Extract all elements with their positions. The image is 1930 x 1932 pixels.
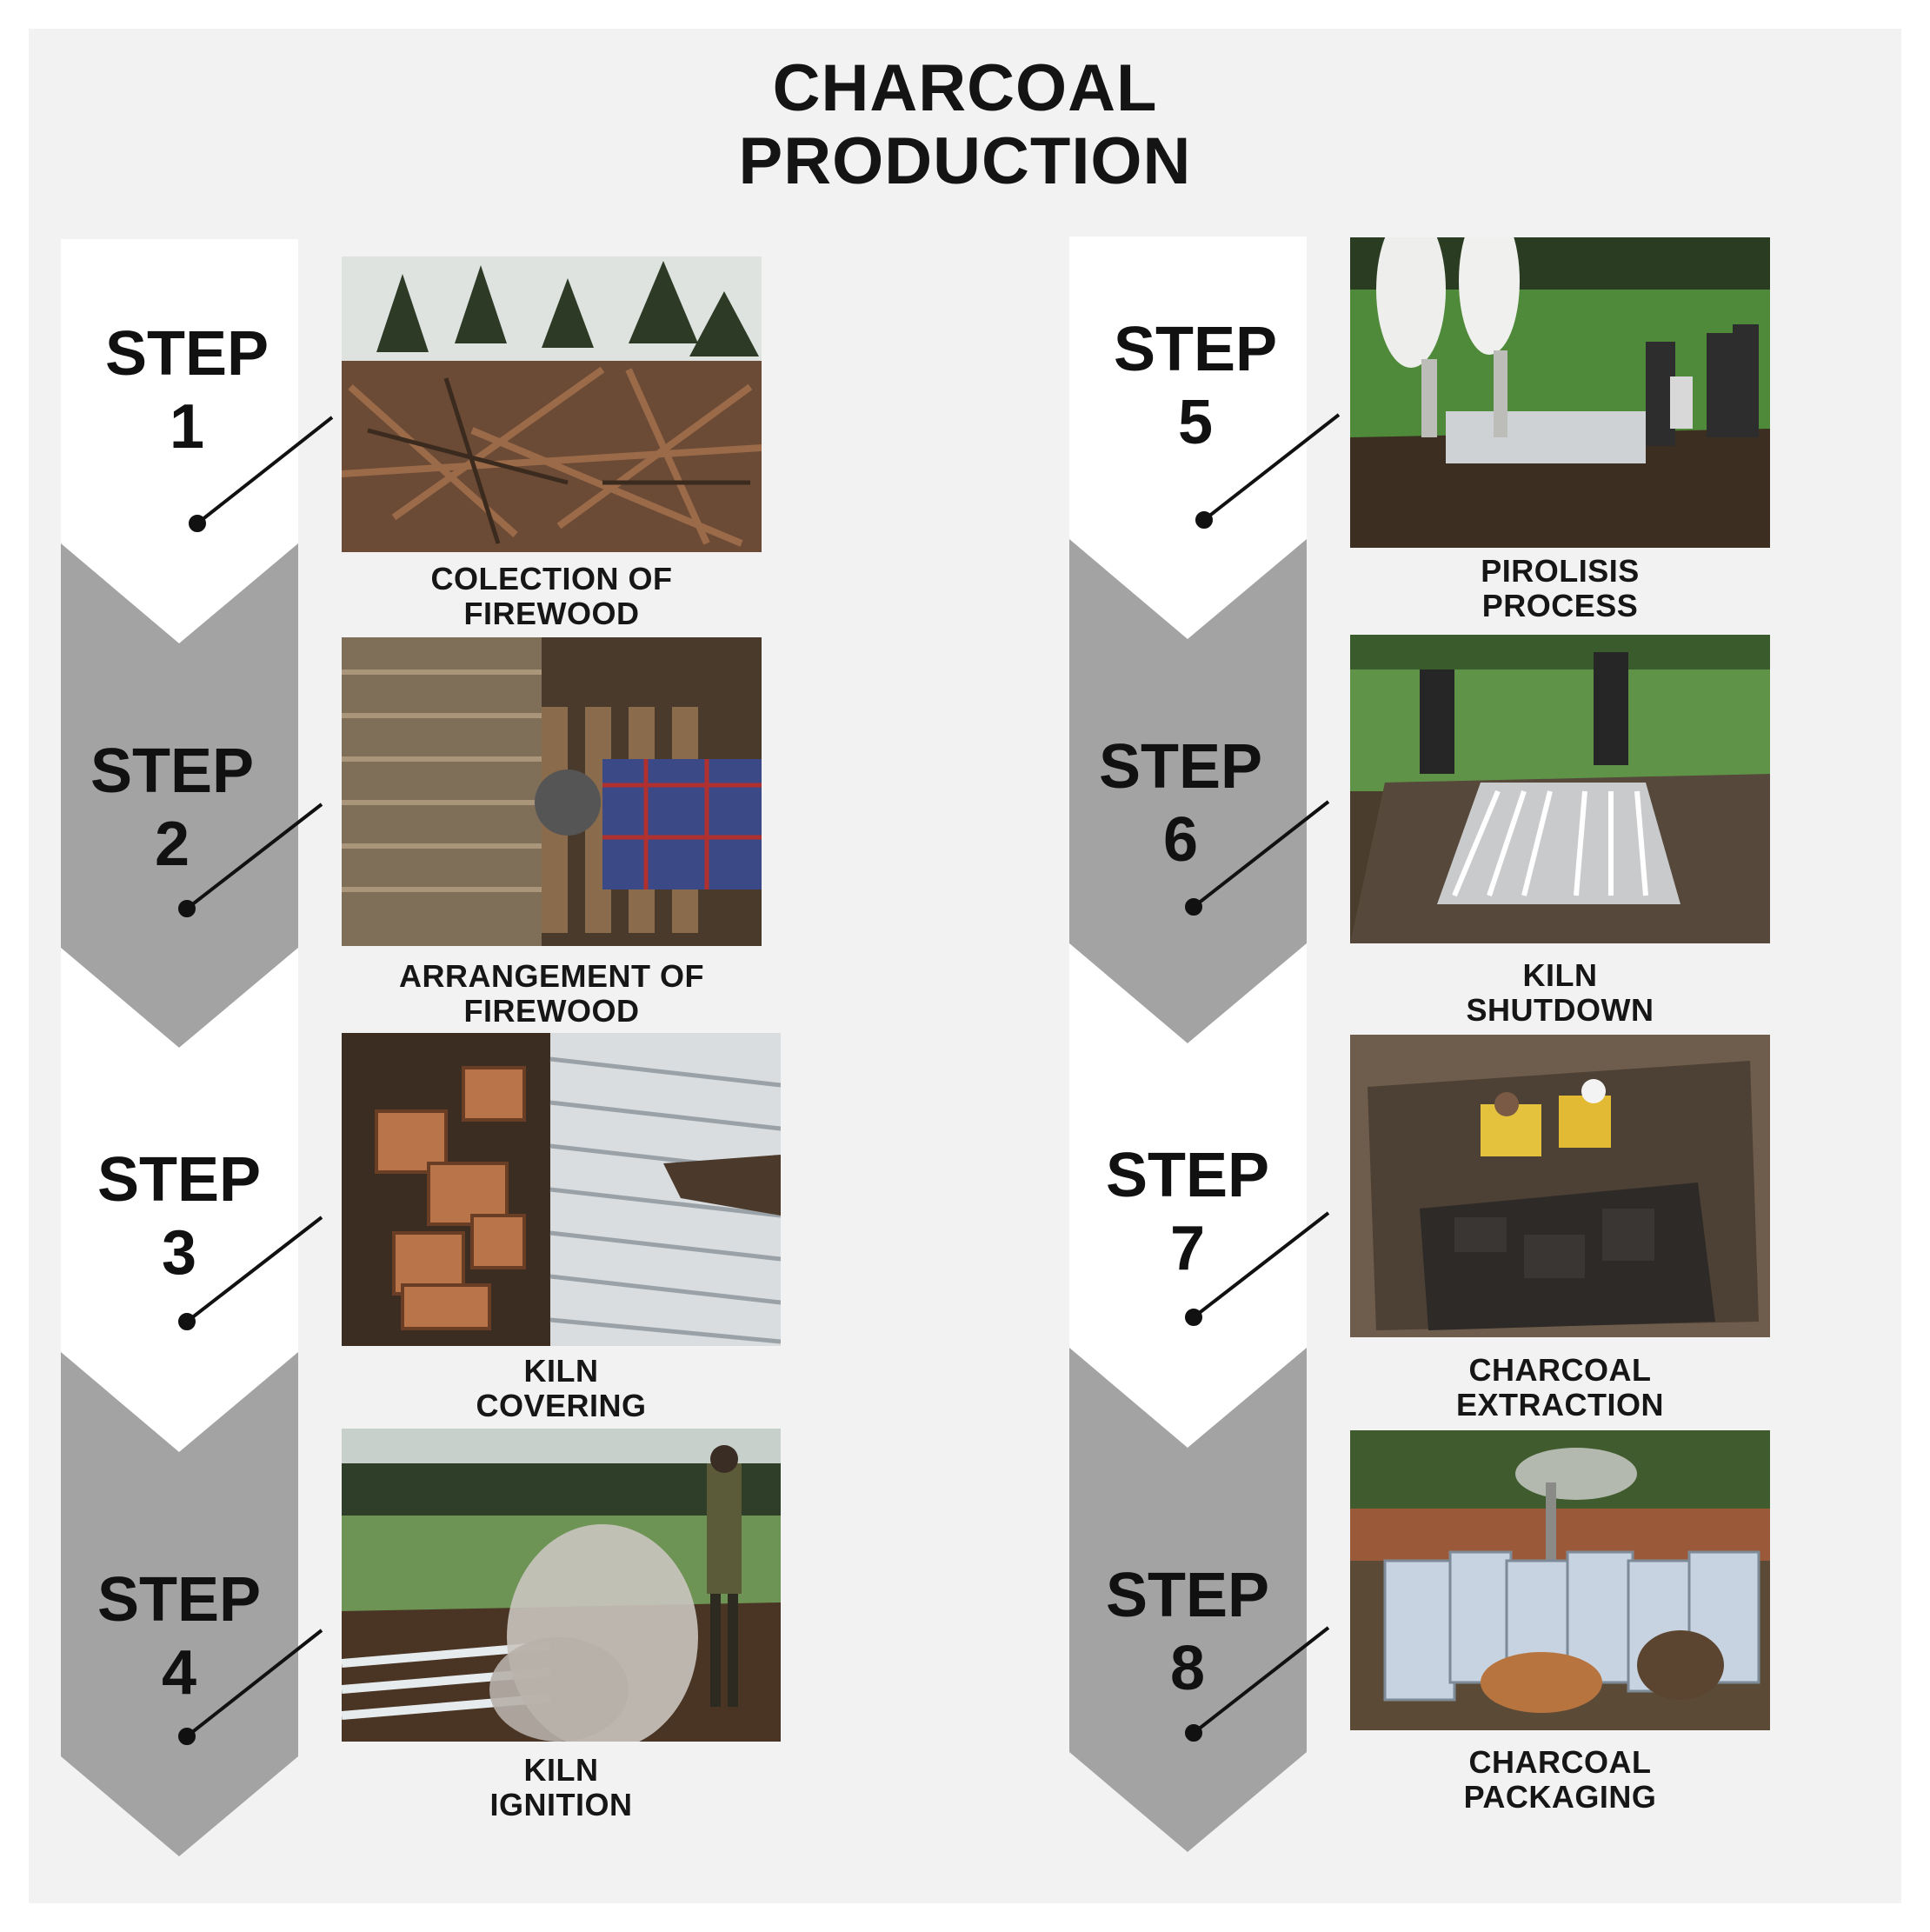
step-5-pointer <box>1202 413 1341 522</box>
step-7-word: STEP <box>1105 1141 1270 1210</box>
step-2-caption-line-2: FIREWOOD <box>463 993 640 1029</box>
step-1-label: STEP 1 <box>65 317 309 463</box>
step-3-pointer <box>185 1216 323 1323</box>
step-7-photo <box>1350 1035 1770 1337</box>
step-3-word: STEP <box>96 1145 262 1215</box>
step-8-label: STEP 8 <box>1066 1559 1309 1705</box>
step-6-word: STEP <box>1098 732 1263 802</box>
step-6-caption-line-1: KILN <box>1522 957 1598 993</box>
step-3-caption: KILN COVERING <box>342 1354 781 1423</box>
title-line-2: PRODUCTION <box>738 124 1192 198</box>
step-7-pointer <box>1192 1211 1330 1319</box>
step-6-caption: KILN SHUTDOWN <box>1350 958 1770 1028</box>
step-2-word: STEP <box>90 736 255 806</box>
step-2-pointer <box>185 803 323 910</box>
step-8-arrow <box>1069 1348 1307 1852</box>
step-2-number: 2 <box>154 809 190 879</box>
step-8-pointer <box>1192 1626 1330 1735</box>
step-6-caption-line-2: SHUTDOWN <box>1466 992 1654 1028</box>
step-1-word: STEP <box>104 319 270 389</box>
step-4-caption-line-1: KILN <box>523 1752 599 1788</box>
step-5-number: 5 <box>1177 388 1214 457</box>
step-8-caption-line-1: CHARCOAL <box>1468 1744 1652 1780</box>
step-3-arrow <box>61 948 298 1452</box>
step-8-number: 8 <box>1169 1634 1206 1703</box>
step-2-caption-line-1: ARRANGEMENT OF <box>399 958 704 994</box>
step-5-label: STEP 5 <box>1074 313 1317 459</box>
step-1-number: 1 <box>169 392 205 462</box>
step-4-pointer <box>185 1629 323 1738</box>
diagram-title: CHARCOAL PRODUCTION <box>0 52 1930 198</box>
step-2-caption: ARRANGEMENT OF FIREWOOD <box>342 959 762 1029</box>
step-7-number: 7 <box>1169 1214 1206 1283</box>
step-4-word: STEP <box>96 1565 262 1635</box>
step-2-photo <box>342 637 762 946</box>
step-4-arrow <box>61 1352 298 1856</box>
step-3-caption-line-1: KILN <box>523 1353 599 1389</box>
step-8-photo <box>1350 1430 1770 1730</box>
step-4-label: STEP 4 <box>57 1563 301 1709</box>
step-2-label: STEP 2 <box>50 735 294 881</box>
step-7-label: STEP 7 <box>1066 1139 1309 1285</box>
step-1-caption-line-2: FIREWOOD <box>463 596 640 631</box>
step-7-caption-line-1: CHARCOAL <box>1468 1352 1652 1388</box>
step-4-caption: KILN IGNITION <box>342 1753 781 1822</box>
step-7-arrow <box>1069 943 1307 1448</box>
step-3-number: 3 <box>161 1218 197 1288</box>
step-1-photo <box>342 256 762 552</box>
step-7-caption: CHARCOAL EXTRACTION <box>1350 1353 1770 1422</box>
step-8-word: STEP <box>1105 1561 1270 1630</box>
step-5-caption: PIROLISIS PROCESS <box>1350 554 1770 623</box>
step-8-caption: CHARCOAL PACKAGING <box>1350 1745 1770 1815</box>
step-5-caption-line-1: PIROLISIS <box>1481 553 1640 589</box>
title-line-1: CHARCOAL <box>772 51 1158 125</box>
step-1-pointer <box>196 416 334 525</box>
step-1-caption: COLECTION OF FIREWOOD <box>342 562 762 631</box>
step-4-caption-line-2: IGNITION <box>489 1787 633 1822</box>
step-6-pointer <box>1192 800 1330 909</box>
step-6-photo <box>1350 635 1770 943</box>
step-1-caption-line-1: COLECTION OF <box>430 561 673 596</box>
step-1-arrow <box>61 239 298 643</box>
step-4-photo <box>342 1429 781 1742</box>
step-6-label: STEP 6 <box>1059 730 1302 876</box>
step-7-caption-line-2: EXTRACTION <box>1456 1387 1664 1422</box>
step-5-word: STEP <box>1113 315 1278 384</box>
step-6-arrow <box>1069 539 1307 1043</box>
step-8-caption-line-2: PACKAGING <box>1463 1779 1657 1815</box>
step-5-caption-line-2: PROCESS <box>1481 588 1639 623</box>
step-3-caption-line-2: COVERING <box>476 1388 647 1423</box>
step-5-arrow <box>1069 237 1307 639</box>
step-2-arrow <box>61 543 298 1048</box>
step-3-photo <box>342 1033 781 1346</box>
step-3-label: STEP 3 <box>57 1143 301 1289</box>
step-5-photo <box>1350 237 1770 548</box>
step-6-number: 6 <box>1162 805 1199 875</box>
step-4-number: 4 <box>161 1638 197 1708</box>
